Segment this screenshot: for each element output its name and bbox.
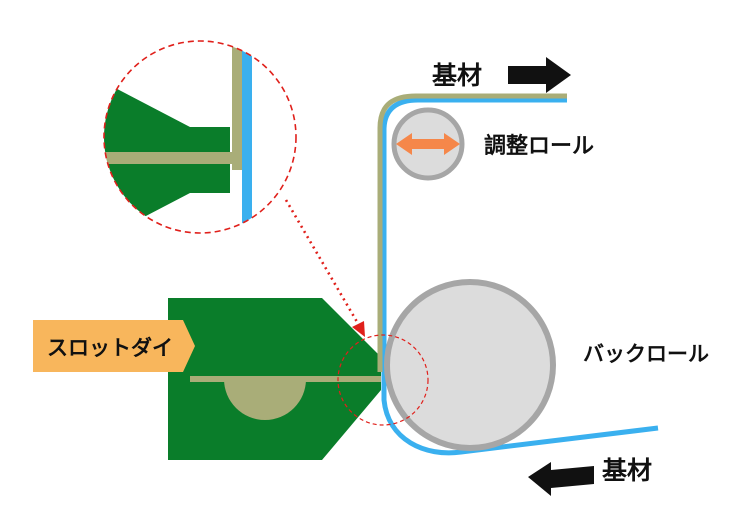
adjust-direction-icon (396, 133, 460, 155)
back-roll-label: バックロール (583, 342, 709, 366)
back-roll (384, 279, 556, 451)
substrate-top-label: 基材 (432, 61, 482, 90)
magnified-outline (103, 40, 297, 234)
substrate-film (381, 97, 659, 456)
magnified-substrate (242, 41, 252, 233)
slot-die-label: スロットダイ (47, 336, 173, 360)
detail-area-circle (337, 334, 429, 426)
arrow-left-icon (528, 462, 594, 496)
magnified-slot (104, 152, 233, 164)
coating-layer (377, 93, 567, 372)
die-manifold (224, 379, 306, 420)
detail-pointer-line (284, 199, 362, 328)
adjust-roll-label: 調整ロール (484, 133, 594, 159)
detail-pointer-arrowhead (352, 321, 365, 337)
substrate-bottom-label: 基材 (602, 456, 652, 485)
arrow-right-icon (508, 57, 571, 93)
slot-die-tag (33, 320, 195, 372)
magnified-coating (232, 41, 242, 170)
